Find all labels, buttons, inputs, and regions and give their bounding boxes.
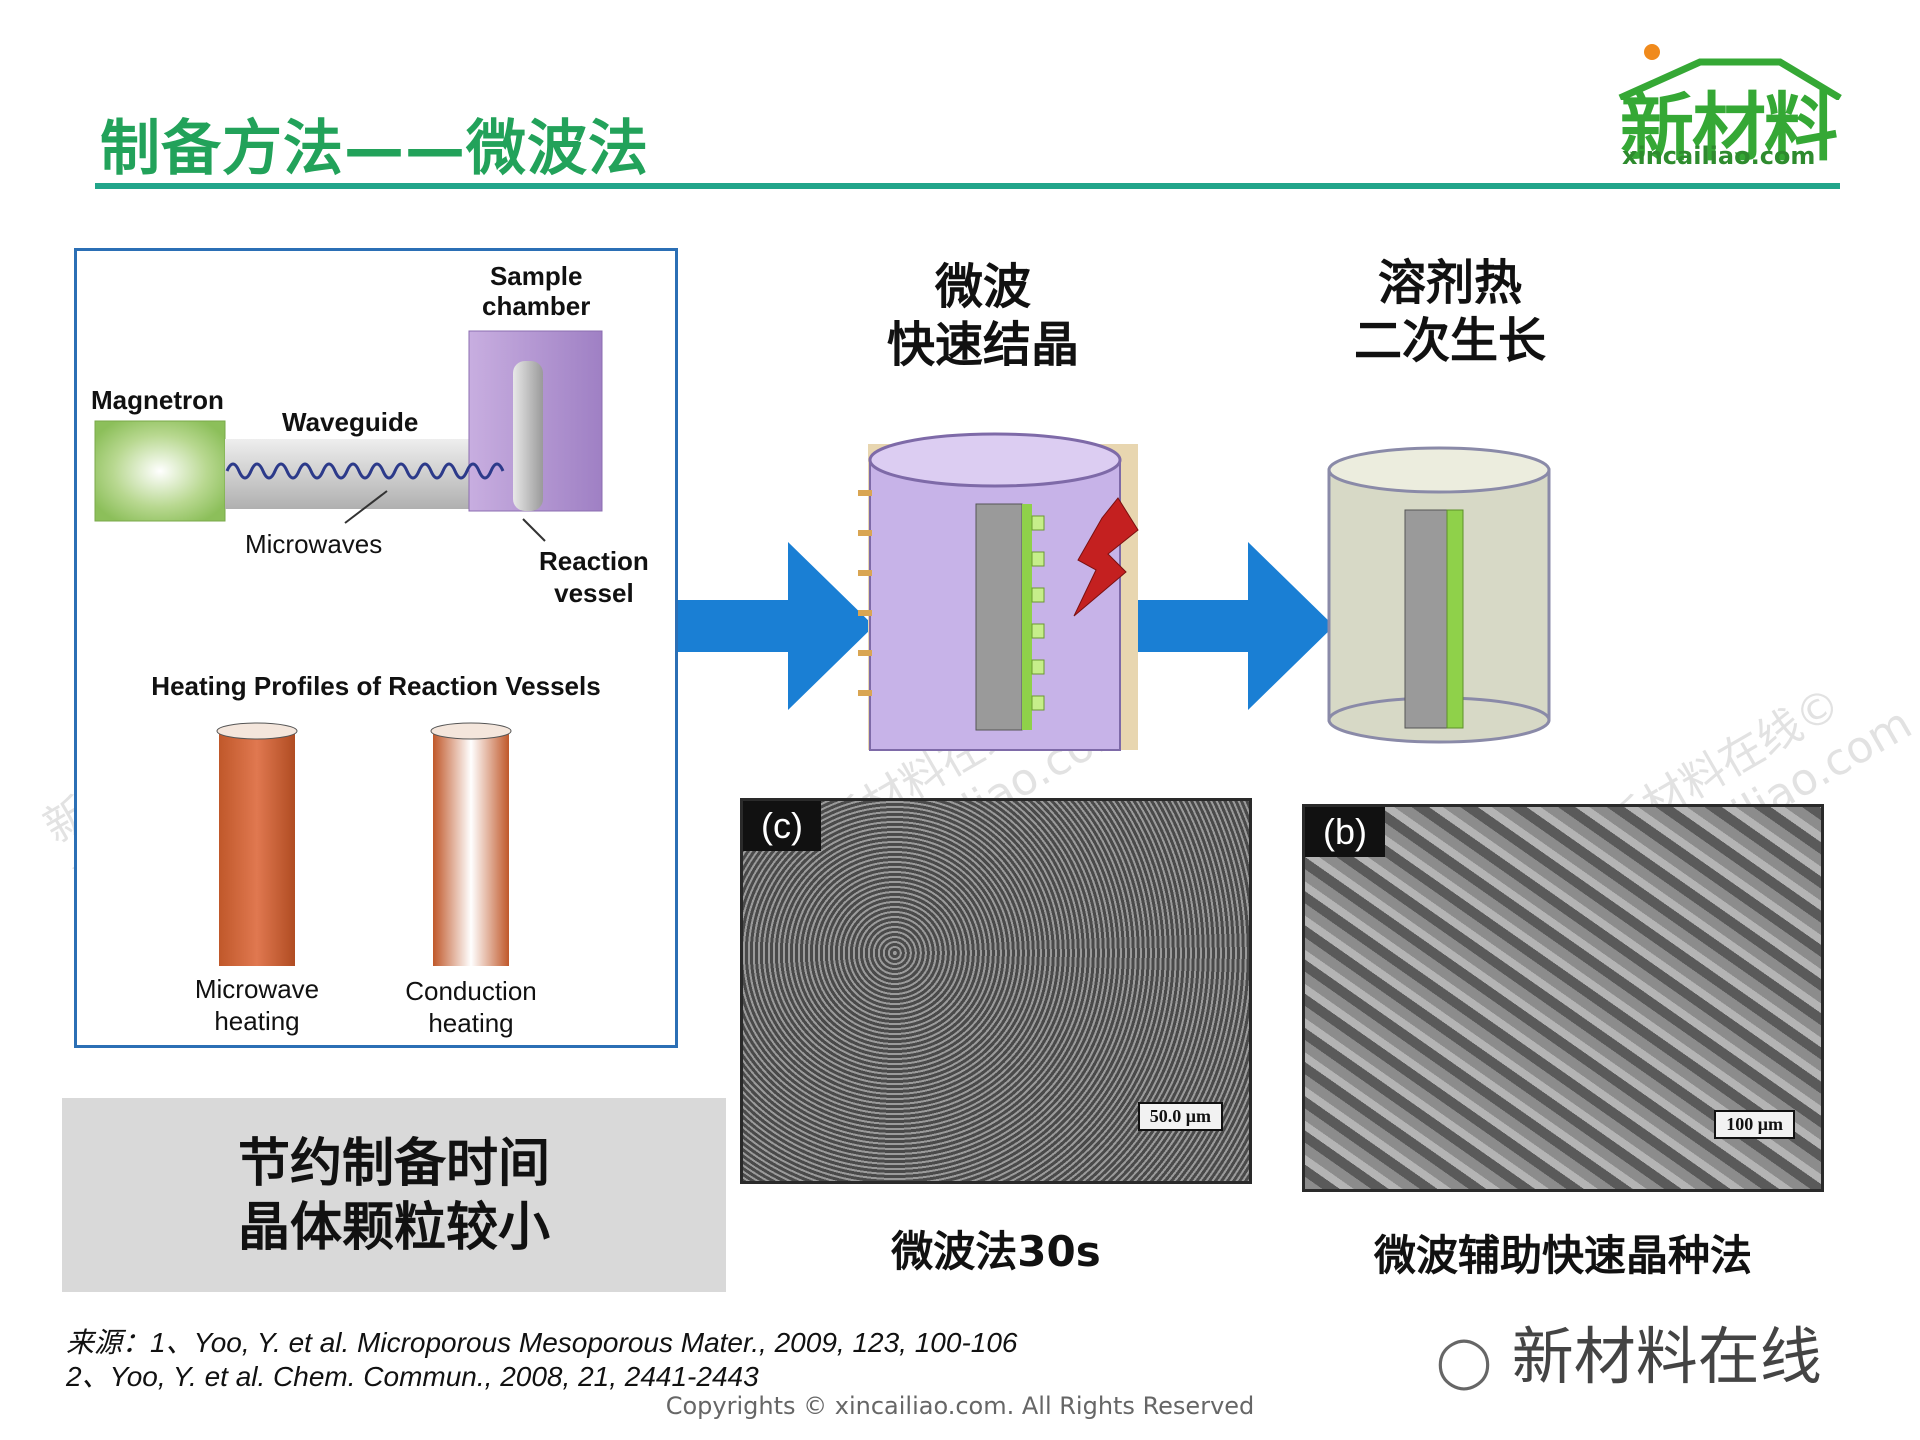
copyright-footer: Copyrights © xincailiao.com. All Rights … <box>665 1392 1255 1420</box>
page-title: 制备方法——微波法 <box>100 114 649 184</box>
stage-solvothermal-growth: 溶剂热二次生长 <box>1353 255 1546 369</box>
solvothermal-vessel <box>1327 446 1551 744</box>
flow-arrow-2 <box>1138 542 1334 710</box>
logo-text: 新材料 <box>1620 85 1838 171</box>
sem-caption-microwave: 微波法30s <box>891 1227 1101 1276</box>
sem-scale-bar: 100 μm <box>1714 1110 1795 1139</box>
sem-image-microwave: (c) 50.0 μm <box>740 798 1252 1184</box>
house-roof-icon <box>1618 44 1842 100</box>
xincailiao-logo[interactable] <box>1610 40 1850 170</box>
process-flow-diagram <box>678 432 1334 751</box>
wechat-account: ◯ 新材料在线 <box>1436 1306 1822 1396</box>
logo-url: xincailiao.com <box>1622 142 1816 170</box>
microwaves-label: Microwaves <box>245 529 383 559</box>
title-divider <box>95 183 1840 189</box>
sem-scale-bar: 50.0 μm <box>1137 1102 1223 1131</box>
summary-line-1: 节约制备时间 <box>237 1134 550 1194</box>
heating-profiles-title: Heating Profiles of Reaction Vessels <box>151 671 601 701</box>
lightning-icon <box>1073 497 1139 617</box>
sem-image-tag: (c) <box>743 801 821 851</box>
citation-1: 来源：1、Yoo, Y. et al. Microporous Mesoporo… <box>66 1327 1018 1358</box>
apparatus-diagram <box>94 330 603 966</box>
citation-2: 2、Yoo, Y. et al. Chem. Commun., 2008, 21… <box>66 1361 759 1392</box>
wechat-account-name: 新材料在线 <box>1511 1320 1822 1393</box>
sem-caption-seeded: 微波辅助快速晶种法 <box>1373 1231 1752 1280</box>
wechat-icon: ◯ <box>1436 1332 1492 1390</box>
sem-image-seeded: (b) 100 μm <box>1302 804 1824 1192</box>
stage-microwave-crystallization: 微波快速结晶 <box>886 259 1079 373</box>
summary-line-2: 晶体颗粒较小 <box>237 1198 550 1258</box>
flow-arrow-1 <box>678 542 874 710</box>
sem-image-tag: (b) <box>1305 807 1385 857</box>
waveguide-label: Waveguide <box>282 407 419 437</box>
summary-box: 节约制备时间 晶体颗粒较小 <box>62 1098 726 1292</box>
source-citations: 来源：1、Yoo, Y. et al. Microporous Mesoporo… <box>66 1326 1018 1394</box>
magnetron-label: Magnetron <box>91 385 224 415</box>
